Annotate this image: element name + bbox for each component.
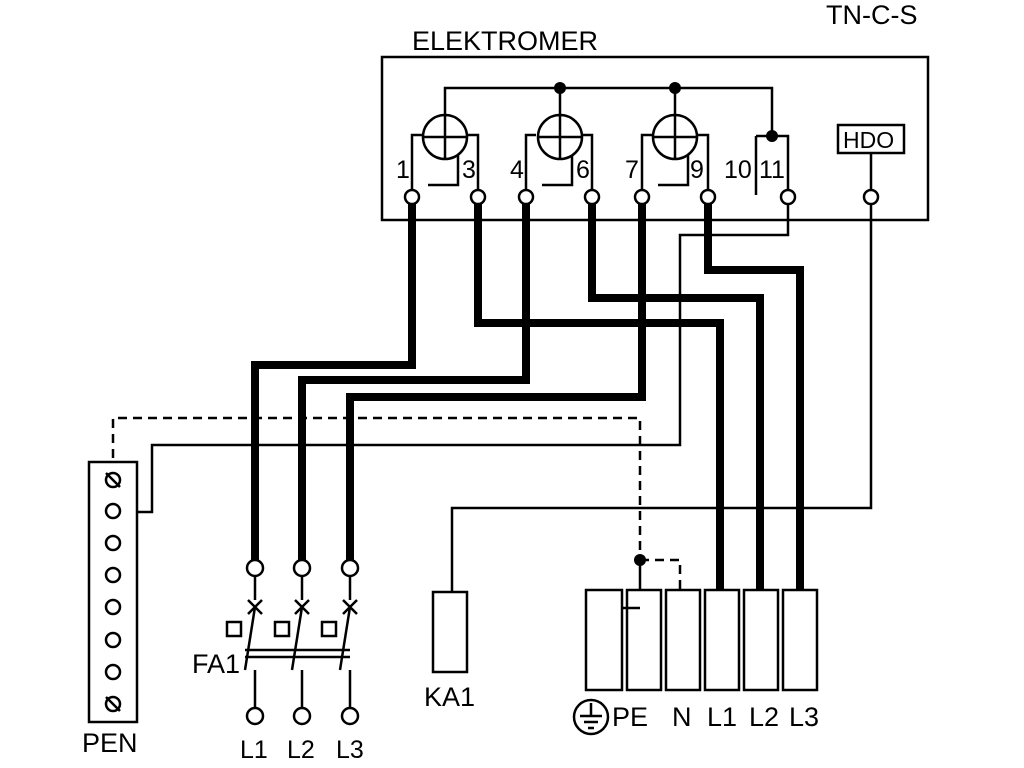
pen-bar <box>87 460 139 724</box>
system-type-label: TN-C-S <box>826 0 917 30</box>
meter-terminals <box>403 188 880 206</box>
meter-terminal-number: 3 <box>462 156 476 184</box>
ground-icon <box>572 698 610 736</box>
terminal-block <box>584 588 819 692</box>
meter-terminal-number: 4 <box>510 156 524 184</box>
meter-terminal-number: 6 <box>576 156 590 184</box>
meter-coil-1 <box>421 113 469 161</box>
meter-label: ELEKTROMER <box>412 26 598 56</box>
hdo-label: HDO <box>843 127 894 153</box>
terminal-label: N <box>672 702 692 732</box>
terminal-label: L1 <box>707 702 737 732</box>
breaker-output-label: L2 <box>287 736 315 764</box>
pe-junction-dot <box>634 554 646 566</box>
meter-terminal-number: 1 <box>396 156 410 184</box>
terminal-label: L3 <box>789 702 819 732</box>
pen-label: PEN <box>82 728 138 758</box>
junction-dot <box>766 130 778 142</box>
meter-coil-2 <box>536 113 584 161</box>
contactor-ka1 <box>431 590 469 674</box>
meter-terminal-number: 10 <box>724 156 752 184</box>
contactor-label: KA1 <box>424 682 475 712</box>
breaker-label: FA1 <box>192 649 240 679</box>
meter-terminal-number: 7 <box>625 156 639 184</box>
meter-terminal-number: 11 <box>759 156 785 184</box>
phase-wires <box>251 197 804 590</box>
meter-coil-3 <box>651 113 699 161</box>
meter-internal-wiring <box>410 86 790 195</box>
terminal-label: PE <box>612 702 648 732</box>
meter-terminal-number: 9 <box>690 156 704 184</box>
breaker-output-label: L1 <box>240 736 268 764</box>
junction-dot <box>554 82 566 94</box>
hdo-box <box>836 123 906 155</box>
breaker-fa1 <box>225 558 360 726</box>
breaker-output-label: L3 <box>336 736 364 764</box>
pe-dashed-wires <box>111 416 682 590</box>
junction-dot <box>669 82 681 94</box>
terminal-label: L2 <box>749 702 779 732</box>
